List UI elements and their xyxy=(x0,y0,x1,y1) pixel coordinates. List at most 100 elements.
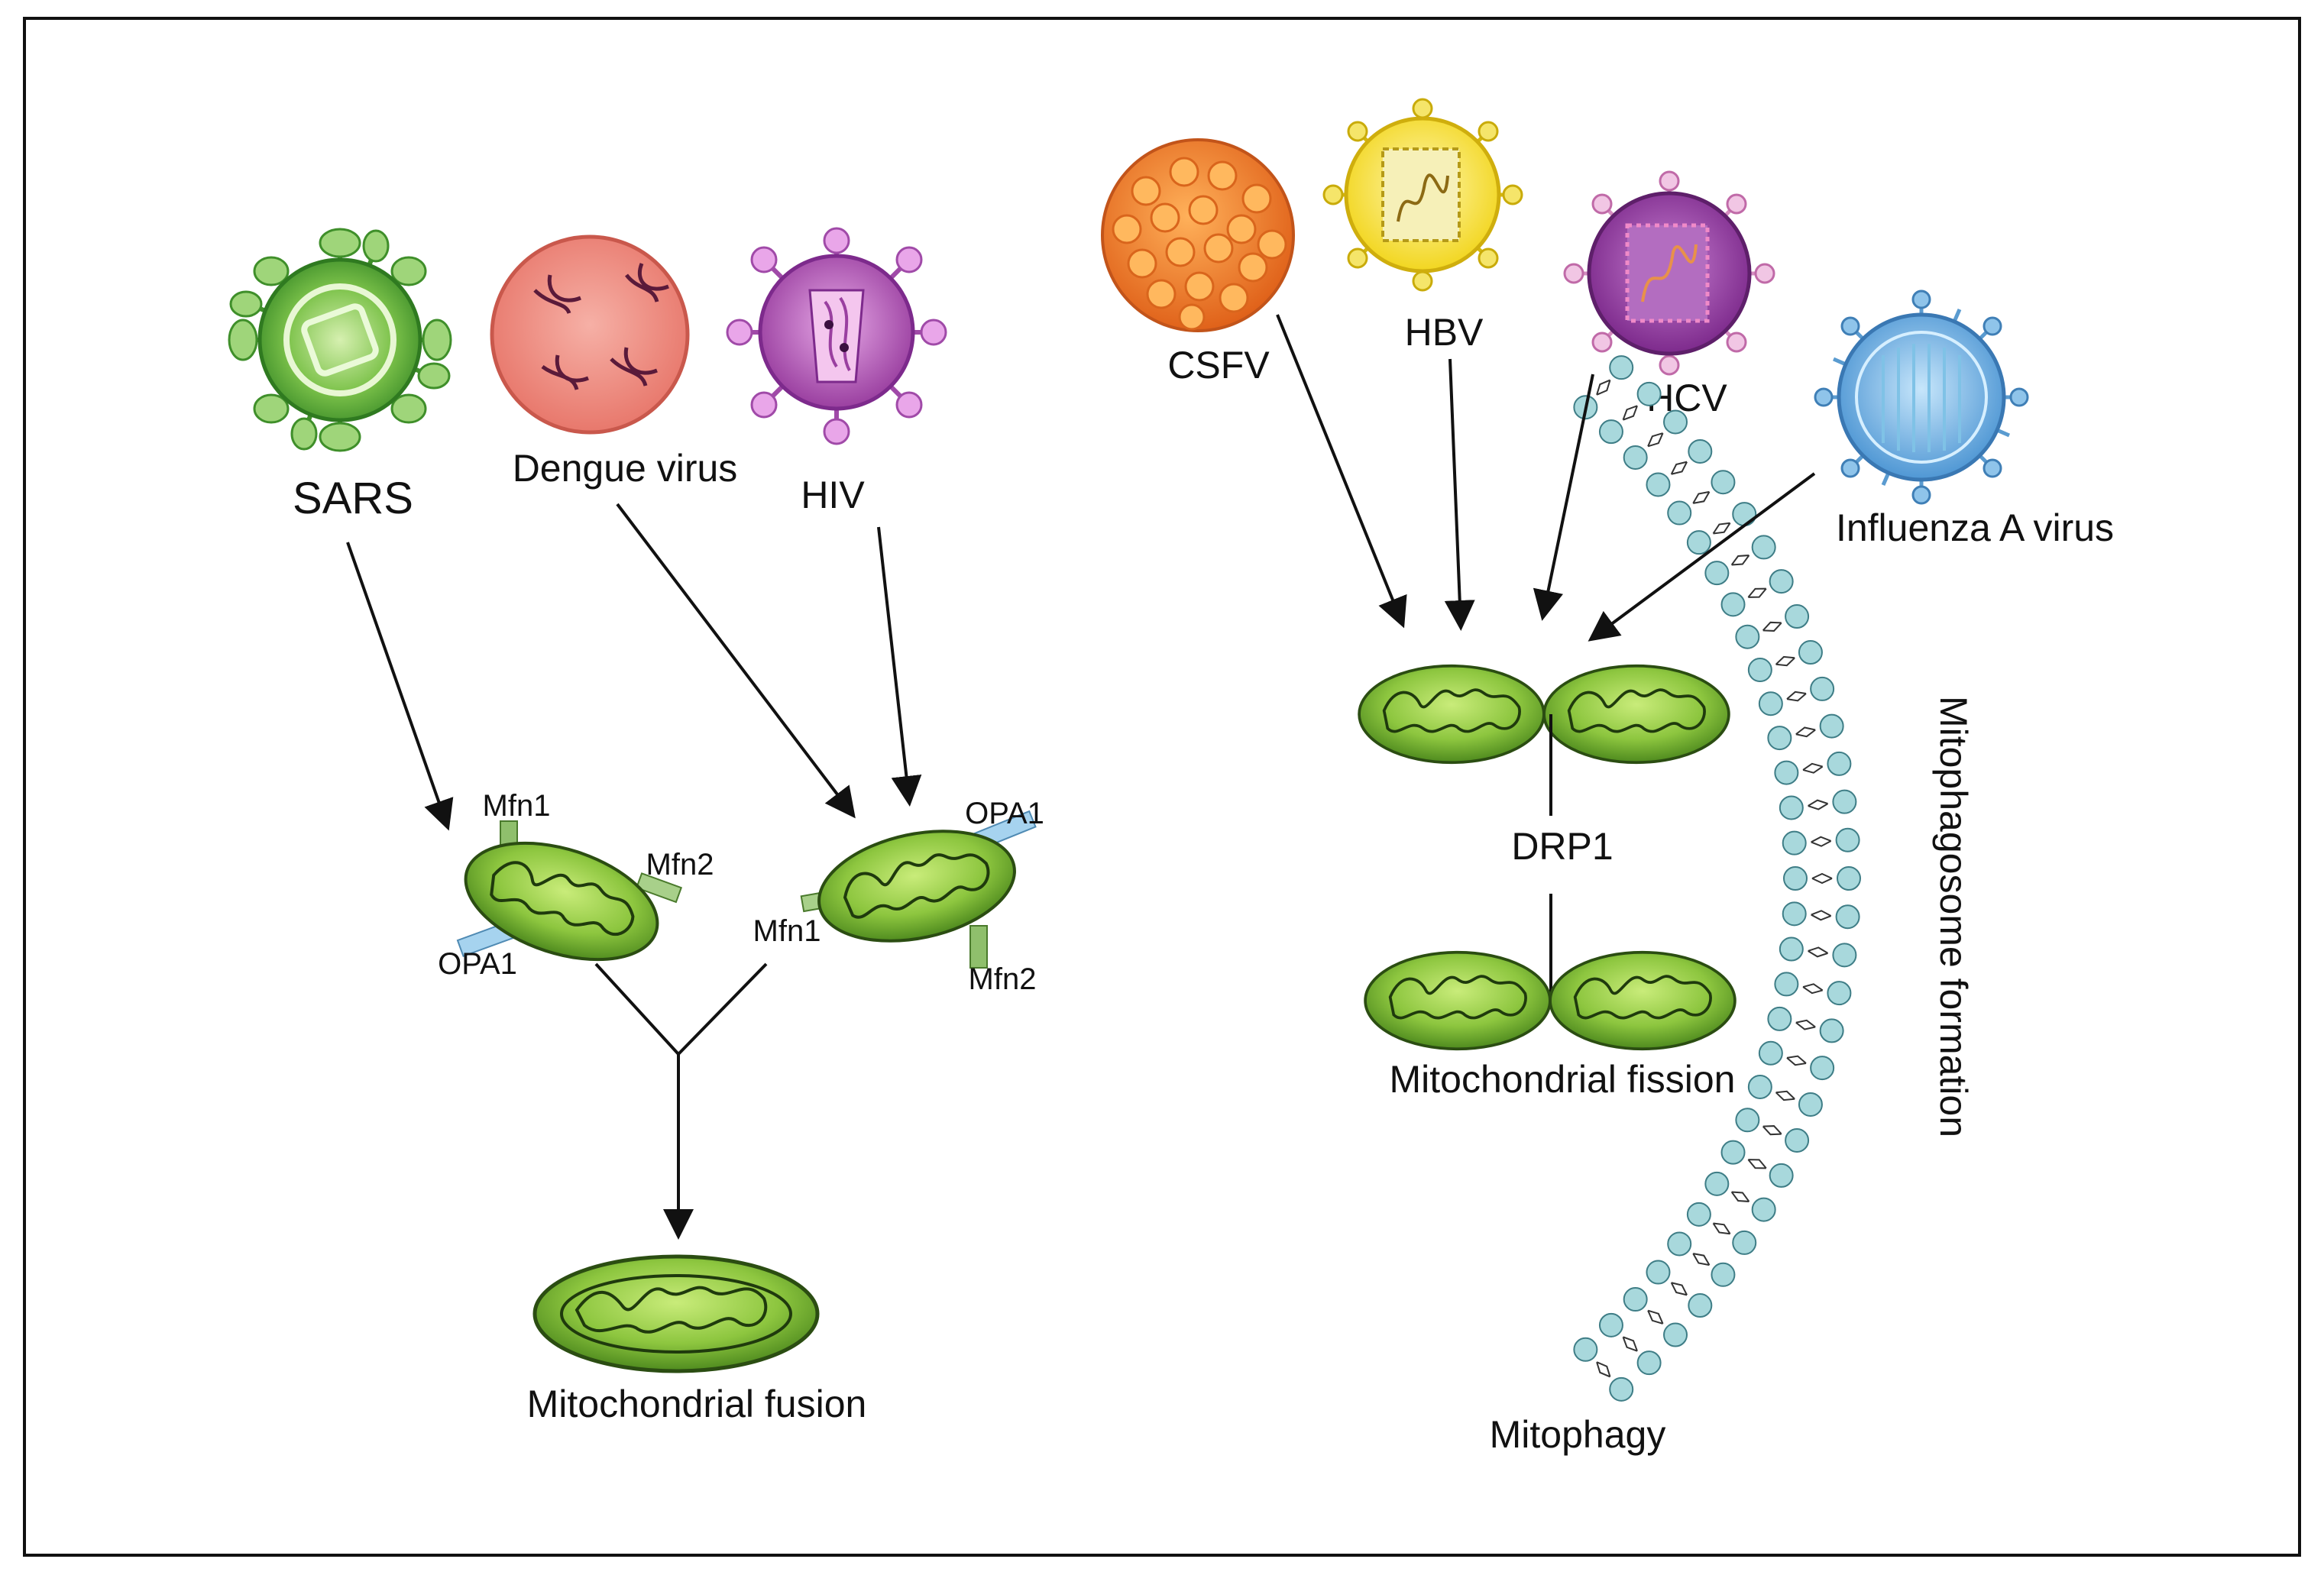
lipid-tail xyxy=(1795,726,1816,738)
lipid-tail xyxy=(1647,1309,1664,1325)
mfn1-label-left: Mfn1 xyxy=(483,789,551,823)
lipid-head xyxy=(1711,1262,1736,1287)
mfn2-label-right: Mfn2 xyxy=(969,962,1037,996)
lipid-tail xyxy=(1811,836,1832,847)
hcv-virus-icon xyxy=(1563,170,1775,376)
arrow-csfv-to-mito xyxy=(1276,314,1407,629)
arrow-hbv-to-mito xyxy=(1444,358,1475,631)
mitochondrion-left xyxy=(449,820,683,983)
sars-label: SARS xyxy=(293,474,413,523)
arrow-dengue-to-mito xyxy=(616,503,856,819)
lipid-tail xyxy=(1786,691,1807,702)
arrow-hcv-to-mito xyxy=(1533,374,1594,621)
lipid-tail xyxy=(1786,1055,1807,1066)
lipid-head xyxy=(1827,751,1852,776)
lipid-head xyxy=(1609,1376,1634,1402)
lipid-head xyxy=(1732,502,1757,527)
mfn1-label-right: Mfn1 xyxy=(753,914,821,948)
lipid-head xyxy=(1751,535,1776,560)
lipid-head xyxy=(1832,943,1857,968)
lipid-tail xyxy=(1808,946,1829,958)
lipid-head xyxy=(1623,1287,1648,1312)
lipid-tail xyxy=(1808,799,1829,810)
opa1-label-right: OPA1 xyxy=(965,797,1044,830)
lipid-head xyxy=(1827,981,1852,1006)
mitochondrial-fission-label: Mitochondrial fission xyxy=(1390,1058,1736,1101)
lipid-tail xyxy=(1670,461,1688,475)
lipid-head xyxy=(1767,726,1792,751)
lipid-head xyxy=(1747,658,1772,683)
dengue-virus-label: Dengue virus xyxy=(513,447,738,490)
lipid-tail xyxy=(1762,621,1782,632)
hbv-virus-icon xyxy=(1322,98,1523,292)
lipid-head xyxy=(1686,1202,1711,1227)
lipid-head xyxy=(1782,830,1807,856)
lipid-head xyxy=(1819,713,1844,739)
figure-frame xyxy=(23,17,2301,1557)
lipid-head xyxy=(1735,624,1760,649)
lipid-tail xyxy=(1775,655,1795,667)
lipid-head xyxy=(1774,972,1799,997)
mitochondrial-fusion-label: Mitochondrial fusion xyxy=(527,1383,867,1425)
lipid-head xyxy=(1663,409,1688,435)
lipid-tail xyxy=(1730,1191,1750,1202)
lipid-head xyxy=(1835,827,1860,852)
lipid-head xyxy=(1751,1197,1776,1222)
lipid-head xyxy=(1688,438,1713,464)
opa1-label-left: OPA1 xyxy=(438,947,517,981)
lipid-head xyxy=(1767,1006,1792,1031)
dengue-virus-icon xyxy=(490,235,690,435)
lipid-tail xyxy=(1747,587,1767,598)
lipid-tail xyxy=(1802,983,1824,995)
lipid-head xyxy=(1609,355,1634,380)
lipid-head xyxy=(1636,1350,1662,1376)
csfv-label: CSFV xyxy=(1167,344,1270,387)
lipid-head xyxy=(1704,1171,1730,1196)
lipid-head xyxy=(1688,1293,1713,1318)
lipid-tail xyxy=(1762,1125,1782,1136)
lipid-head xyxy=(1798,640,1823,665)
lipid-tail xyxy=(1811,872,1833,885)
lipid-head xyxy=(1774,760,1799,785)
lipid-head xyxy=(1785,604,1810,629)
lipid-head xyxy=(1720,1140,1746,1165)
lipid-head xyxy=(1835,904,1860,930)
lipid-head xyxy=(1720,592,1746,617)
mitophagosome-formation-label: Mitophagosome formation xyxy=(1932,696,1975,1137)
lipid-head xyxy=(1783,866,1808,891)
csfv-virus-icon xyxy=(1101,138,1295,332)
lipid-tail xyxy=(1712,1222,1731,1235)
lipid-head xyxy=(1704,561,1730,586)
dividing-mitochondria-top xyxy=(1358,664,1730,765)
lipid-head xyxy=(1623,445,1648,470)
lipid-head xyxy=(1782,901,1807,927)
lipid-head xyxy=(1769,569,1794,594)
lipid-head xyxy=(1598,419,1623,445)
lipid-tail xyxy=(1596,1361,1611,1378)
lipid-head xyxy=(1758,691,1783,716)
lipid-head xyxy=(1798,1092,1823,1117)
lipid-tail xyxy=(1747,1159,1767,1169)
lipid-head xyxy=(1732,1230,1757,1255)
lipid-tail xyxy=(1647,432,1664,448)
sars-virus-icon xyxy=(228,228,452,452)
lipid-tail xyxy=(1730,555,1750,566)
lipid-head xyxy=(1711,470,1736,495)
lipid-tail xyxy=(1795,1019,1816,1030)
lipid-tail xyxy=(1692,490,1711,504)
drp1-label: DRP1 xyxy=(1511,825,1613,868)
lipid-tail xyxy=(1712,522,1731,535)
hiv-label: HIV xyxy=(801,474,865,516)
lipid-tail xyxy=(1596,379,1611,396)
lipid-head xyxy=(1779,936,1804,962)
lipid-head xyxy=(1598,1312,1623,1337)
lipid-head xyxy=(1819,1018,1844,1043)
fusion-merge-lines xyxy=(594,962,768,1240)
lipid-head xyxy=(1810,1056,1835,1081)
lipid-head xyxy=(1758,1040,1783,1066)
lipid-tail xyxy=(1775,1090,1795,1101)
hiv-virus-icon xyxy=(726,227,947,445)
mfn2-label-left: Mfn2 xyxy=(646,848,714,881)
arrow-influenza-to-mito xyxy=(1588,472,1816,642)
